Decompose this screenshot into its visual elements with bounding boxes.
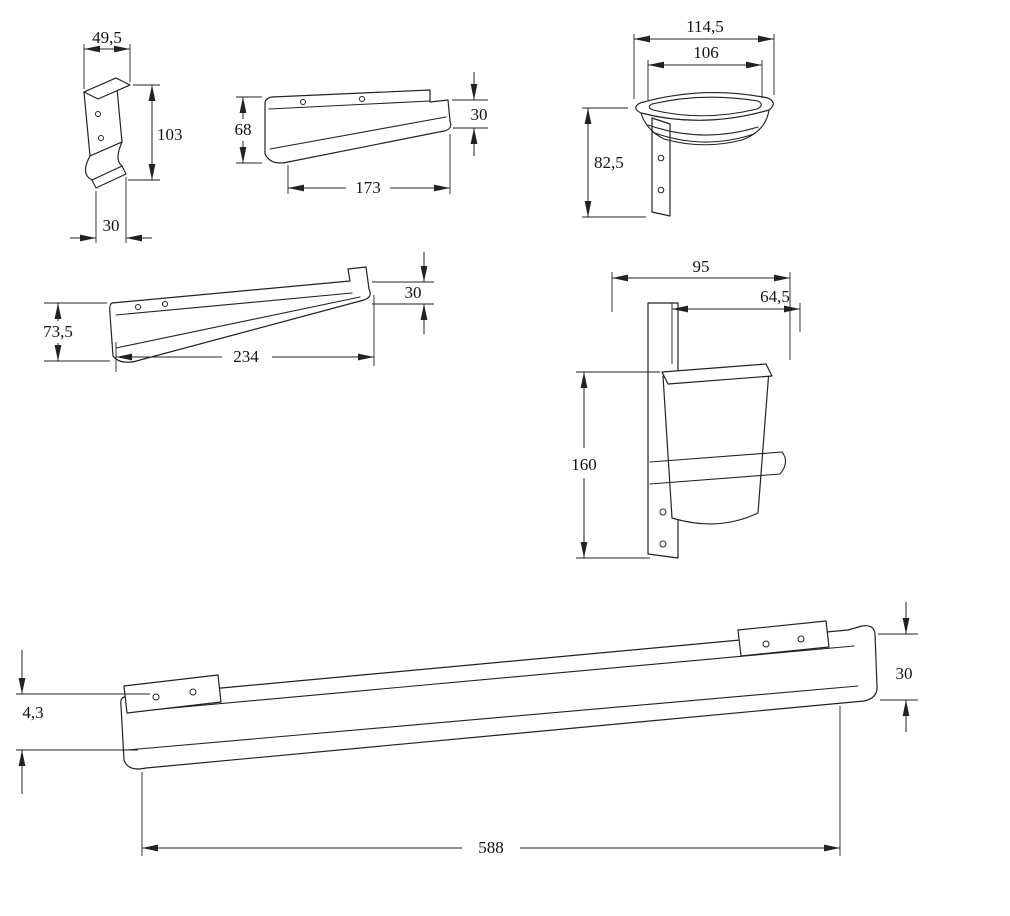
tumbler-cup-body — [662, 369, 770, 525]
robe-hook-view: 49,5 103 30 — [70, 28, 183, 243]
dim-label-soapdish-inner: 106 — [693, 43, 719, 62]
screw-hole — [162, 301, 168, 307]
screw-hole — [359, 96, 365, 102]
tumbler-holder-drawing — [647, 302, 787, 559]
dim-hook-height: 103 — [128, 84, 183, 181]
screw-hole — [657, 154, 665, 162]
holder-inner-top-edge — [268, 100, 431, 110]
screw-hole — [797, 635, 805, 643]
dish-holder-ring-lower — [651, 131, 755, 143]
dim-hook-width: 49,5 — [83, 28, 131, 89]
dim-holder-height: 68 — [235, 96, 262, 164]
dim-label-holder-profile: 30 — [471, 105, 488, 124]
towel-rail-588-drawing — [120, 620, 878, 770]
dim-holder-length: 173 — [287, 134, 451, 197]
bar-inner-bottom-edge — [115, 296, 361, 349]
right-mount-plate — [737, 620, 830, 657]
tumbler-holder-view: 95 64,5 160 — [571, 257, 801, 559]
dim-label-soapdish-height: 82,5 — [594, 153, 624, 172]
dish-holder-ring — [647, 124, 759, 136]
dim-bar-length: 234 — [115, 295, 375, 372]
dish-inner-rim — [648, 96, 762, 117]
dim-tumbler-height: 160 — [571, 371, 660, 559]
tumbler-cup-rim — [661, 363, 773, 385]
dim-holder-profile: 30 — [452, 72, 488, 156]
dim-rail-offset: 4,3 — [16, 650, 150, 794]
dim-label-holder-height: 68 — [235, 120, 252, 139]
dish-bowl-left — [640, 112, 665, 140]
dim-tumbler-inner-width: 64,5 — [671, 287, 801, 364]
dim-tumbler-width: 95 — [611, 257, 791, 360]
dim-hook-depth: 30 — [70, 177, 152, 243]
holder-173-drawing — [264, 89, 452, 164]
screw-hole — [762, 640, 770, 648]
dim-label-rail-profile: 30 — [896, 664, 913, 683]
dim-bar-end-height: 73,5 — [43, 302, 110, 362]
dim-label-hook-height: 103 — [157, 125, 183, 144]
dim-label-holder-length: 173 — [355, 178, 381, 197]
dim-label-tumbler-width: 95 — [693, 257, 710, 276]
hook-bottom-lip — [91, 165, 127, 189]
dim-label-tumbler-height: 160 — [571, 455, 597, 474]
holder-band-top — [649, 451, 783, 463]
dim-label-bar-profile: 30 — [405, 283, 422, 302]
dim-label-bar-length: 234 — [233, 347, 259, 366]
dim-soapdish-height: 82,5 — [582, 107, 646, 218]
dim-label-rail-offset: 4,3 — [22, 703, 43, 722]
dim-label-hook-depth: 30 — [103, 216, 120, 235]
screw-hole — [98, 135, 104, 141]
screw-hole — [189, 688, 197, 696]
screw-hole — [135, 304, 141, 310]
dim-label-bar-end-height: 73,5 — [43, 322, 73, 341]
bar-body — [109, 266, 371, 363]
dim-label-tumbler-inner: 64,5 — [760, 287, 790, 306]
holder-inner-bottom-edge — [269, 116, 447, 150]
soap-dish-drawing — [635, 91, 774, 217]
screw-hole — [659, 540, 667, 548]
dim-rail-length: 588 — [141, 706, 841, 857]
rail-inner-top-edge — [127, 645, 855, 713]
dim-soapdish-outer-width: 114,5 — [633, 17, 775, 99]
towel-bar-234-view: 30 73,5 234 — [43, 252, 434, 372]
hook-top-tab — [83, 77, 131, 100]
left-mount-plate — [123, 674, 222, 714]
dish-bowl-bottom — [663, 138, 743, 146]
robe-hook-drawing — [83, 77, 131, 189]
towel-rail-588-view: 30 4,3 588 — [16, 602, 918, 857]
dim-label-hook-width: 49,5 — [92, 28, 122, 47]
screw-hole — [657, 186, 665, 194]
wall-bracket — [651, 117, 671, 217]
holder-band-bottom — [649, 473, 781, 485]
screw-hole — [95, 111, 101, 117]
bar-inner-top-edge — [115, 292, 353, 316]
holder-173-view: 68 30 173 — [235, 72, 488, 197]
rail-inner-bottom-edge — [126, 685, 859, 751]
dim-label-rail-length: 588 — [478, 838, 504, 857]
dim-soapdish-inner-width: 106 — [647, 43, 763, 100]
screw-hole — [300, 99, 306, 105]
soap-dish-view: 114,5 106 82,5 — [582, 17, 775, 218]
dish-bowl-right — [741, 109, 770, 141]
dim-label-soapdish-outer: 114,5 — [686, 17, 724, 36]
screw-hole — [659, 508, 667, 516]
towel-bar-234-drawing — [109, 266, 371, 363]
holder-body — [264, 89, 452, 164]
dim-bar-profile: 30 — [372, 252, 434, 334]
dim-rail-profile: 30 — [878, 602, 918, 732]
holder-band-cap — [779, 451, 787, 475]
screw-hole — [152, 693, 160, 701]
